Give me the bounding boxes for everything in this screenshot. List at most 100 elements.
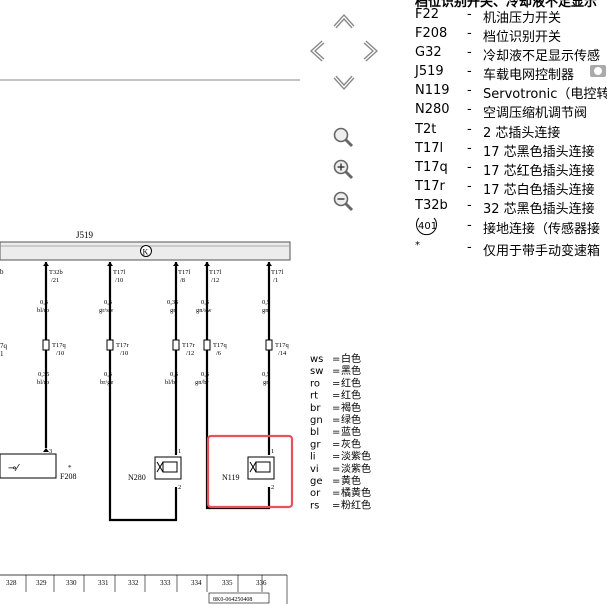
svg-text:bl/ro: bl/ro <box>37 307 49 314</box>
legend-code: N280 <box>415 102 450 117</box>
svg-text:/6: /6 <box>216 350 222 357</box>
svg-text:⊸⁄: ⊸⁄ <box>8 463 20 474</box>
left-cut-mid-label: 7q <box>0 342 8 350</box>
legend-description: 空调压缩机调节阀 <box>483 106 588 121</box>
pan-left-button[interactable] <box>304 38 330 64</box>
svg-text:3: 3 <box>49 448 52 455</box>
chevron-up-icon <box>333 14 355 29</box>
svg-text:/21: /21 <box>51 277 59 284</box>
pan-up-button[interactable] <box>331 8 357 34</box>
svg-text:334: 334 <box>191 579 202 587</box>
legend-code: N119 <box>415 83 450 98</box>
svg-text:gn/br: gn/br <box>195 379 210 386</box>
zoom-out-button[interactable] <box>330 188 356 214</box>
legend-description: 冷却液不足显示传感 <box>483 49 601 64</box>
legend-dash: - <box>467 122 472 137</box>
legend-code: T32b <box>415 198 448 213</box>
camera-icon[interactable] <box>590 65 606 77</box>
legend-dash: - <box>467 45 472 60</box>
svg-text:329: 329 <box>36 579 47 587</box>
legend-dash: - <box>467 83 472 98</box>
legend-code: F22 <box>415 7 440 22</box>
svg-text:T17r: T17r <box>182 342 195 349</box>
legend-dash: - <box>467 160 472 175</box>
legend-dash: - <box>467 198 472 213</box>
legend-dash: - <box>467 102 472 117</box>
left-cut-top-label: b <box>0 268 4 276</box>
svg-text:330: 330 <box>66 579 77 587</box>
svg-text:0,5: 0,5 <box>40 299 48 306</box>
svg-text:0,35: 0,35 <box>38 371 49 378</box>
legend-dash: - <box>467 26 472 41</box>
n119-highlight-box <box>206 434 294 509</box>
svg-text:331: 331 <box>98 579 109 587</box>
legend-dash: - <box>467 7 472 22</box>
legend-dash: - <box>467 179 472 194</box>
zoom-out-icon <box>333 191 354 212</box>
svg-text:N280: N280 <box>128 473 146 482</box>
svg-text:/10: /10 <box>56 350 64 357</box>
doc-number: 8K0-064250408 <box>213 597 252 603</box>
pan-right-button[interactable] <box>358 38 384 64</box>
svg-text:0,5: 0,5 <box>104 299 112 306</box>
mid-connector-labels: T17q /10 0,35 bl/ro T17r /10 0,5 br/ge T… <box>37 342 289 386</box>
svg-text:bl/ro: bl/ro <box>37 379 49 386</box>
svg-text:K: K <box>143 248 149 257</box>
svg-text:328: 328 <box>6 579 17 587</box>
zoom-button[interactable] <box>330 124 356 150</box>
svg-text:/14: /14 <box>278 350 287 357</box>
svg-text:gn/sw: gn/sw <box>196 307 212 314</box>
svg-text:2: 2 <box>271 484 274 491</box>
chevron-down-icon <box>333 75 355 90</box>
legend-dash: - <box>467 240 472 255</box>
svg-text:gr: gr <box>170 307 176 314</box>
svg-text:br/ge: br/ge <box>100 379 113 386</box>
svg-text:333: 333 <box>160 579 171 587</box>
n119-valve: 1 2 N119 <box>222 448 275 491</box>
legend-code: T2t <box>415 122 437 137</box>
legend-description: 17 芯黑色插头连接 <box>483 145 595 160</box>
pan-down-button[interactable] <box>331 70 357 96</box>
legend-code: T17q <box>415 160 448 175</box>
svg-text:*: * <box>68 464 72 472</box>
zoom-in-button[interactable] <box>330 156 356 182</box>
legend-description: 32 芯黑色插头连接 <box>483 202 595 217</box>
legend-dash: - <box>467 64 472 79</box>
ground-401-symbol: 401 <box>413 216 440 238</box>
svg-text:/12: /12 <box>211 277 219 284</box>
ground-401-label: 401 <box>418 221 438 232</box>
magnifier-icon <box>333 127 354 148</box>
chevron-left-icon <box>310 40 325 62</box>
svg-text:335: 335 <box>222 579 233 587</box>
legend-code: F208 <box>415 26 448 41</box>
svg-text:0,5: 0,5 <box>262 299 270 306</box>
legend-header: 档位识别开关、冷却液不足显示 <box>415 0 598 10</box>
legend-description: 2 芯插头连接 <box>483 126 561 141</box>
svg-text:T17l: T17l <box>209 269 221 276</box>
bottom-ruler: 328 329 330 331 332 333 334 335 336 8K0-… <box>0 574 288 604</box>
svg-text:/12: /12 <box>186 350 194 357</box>
svg-text:0,5: 0,5 <box>104 371 112 378</box>
svg-text:1: 1 <box>178 448 181 455</box>
svg-text:bl/br: bl/br <box>165 379 178 386</box>
legend-description: 机油压力开关 <box>483 11 562 26</box>
svg-text:T17q: T17q <box>52 342 66 349</box>
k-ground-symbol: K <box>140 245 152 257</box>
left-cut-mid-label-2: 1 <box>0 350 4 358</box>
legend-code: T17r <box>415 179 445 194</box>
legend-description: 档位识别开关 <box>483 30 562 45</box>
svg-text:0,5: 0,5 <box>201 371 209 378</box>
svg-text:T17r: T17r <box>116 342 129 349</box>
svg-text:T17q: T17q <box>213 342 227 349</box>
wiring-diagram: J519 K b 7q 1 T32b /21 0,5 bl/ro T17l <box>0 79 300 604</box>
legend-code: * <box>415 240 420 251</box>
svg-text:0,35: 0,35 <box>167 299 178 306</box>
svg-text:0,5: 0,5 <box>201 299 209 306</box>
svg-text:T32b: T32b <box>49 269 63 276</box>
svg-text:/1: /1 <box>273 277 278 284</box>
svg-text:336: 336 <box>256 579 267 587</box>
svg-text:F208: F208 <box>60 472 76 481</box>
legend-description: 仅用于带手动变速箱 <box>483 244 601 259</box>
svg-text:gn: gn <box>262 307 269 314</box>
svg-text:0,5: 0,5 <box>170 371 178 378</box>
